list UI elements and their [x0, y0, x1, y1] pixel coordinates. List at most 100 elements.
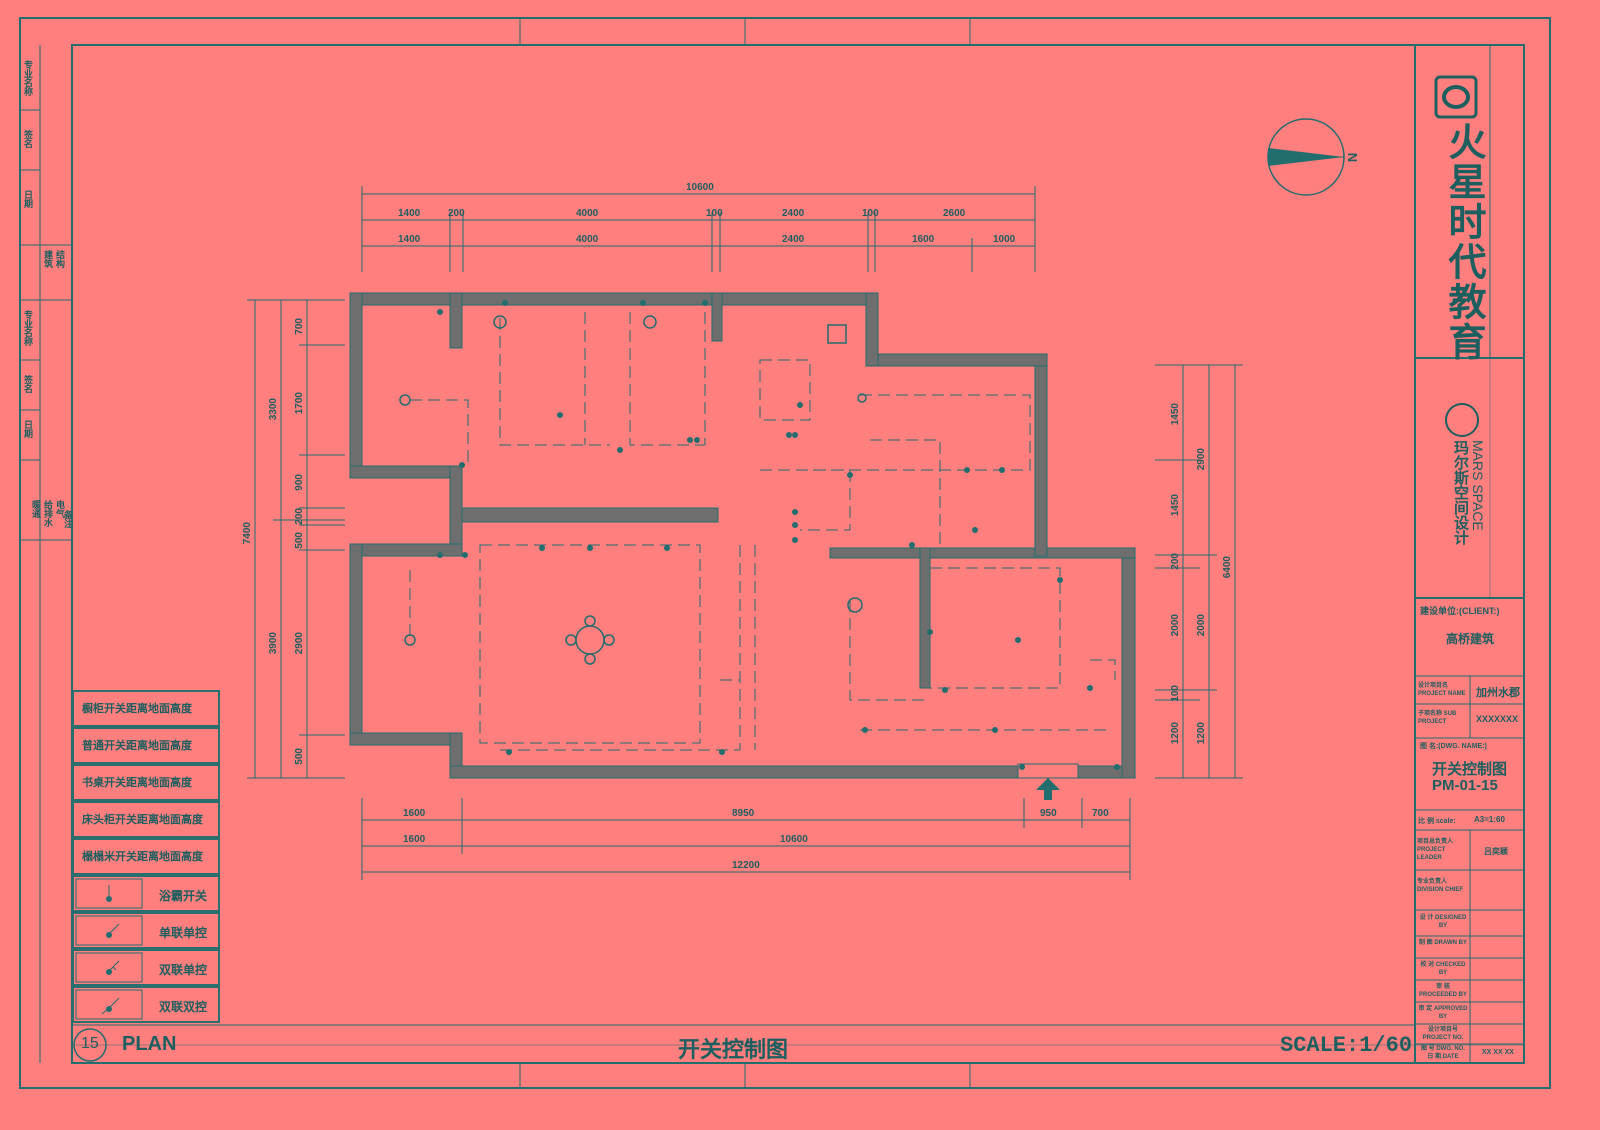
double-gang-double-control-switch-icon: [75, 989, 143, 1020]
drawing-title: 开关控制图: [678, 1037, 789, 1062]
dim-left-inner-7: 500: [294, 748, 305, 765]
dim-top-8: 1400: [398, 234, 421, 245]
row-proceeded: 审 核 PROCEEDED BY: [1418, 984, 1467, 998]
dimension-lines: [247, 186, 1243, 880]
dim-left-outer-3: 3900: [268, 632, 279, 655]
dim-right-mid-1: 2900: [1196, 448, 1207, 471]
drawing-number-circle: [73, 1028, 107, 1062]
legend-bath-heater: 浴霸开关: [72, 875, 220, 912]
strip-text-1: 专业名称: [23, 60, 33, 96]
dim-top-1: 1400: [398, 208, 421, 219]
dim-right-mid-3: 1200: [1196, 722, 1207, 745]
strip-text-2: 签名: [23, 130, 33, 148]
dim-right-5: 100: [1170, 685, 1181, 702]
leader-value: 吕奕颖: [1484, 847, 1508, 856]
legend-label: 双联单控: [158, 963, 207, 977]
dim-bottom-3: 950: [1040, 808, 1057, 819]
note-normal: 普通开关距离地面高度1400mm: [72, 727, 220, 786]
dim-top-3: 4000: [576, 208, 599, 219]
strip-text-11: 暖通: [31, 500, 41, 518]
floor-plan-walls: [349, 292, 1136, 779]
dim-left-outer-2: 7400: [242, 522, 253, 545]
row-checked: 校 对 CHECKED BY: [1420, 962, 1466, 976]
strip-text-3: 日期: [23, 190, 33, 208]
dim-bottom-6: 10600: [780, 834, 808, 845]
row-project-no: 设计项目号 PROJECT NO.: [1422, 1027, 1464, 1041]
dim-top-6: 100: [862, 208, 879, 219]
legend-double-double: 双联双控: [72, 986, 220, 1023]
dim-right-6: 1200: [1170, 722, 1181, 745]
strip-text-4: 专业名称: [23, 310, 33, 346]
row-dwg-no: 图 号 DWG. NO.: [1421, 1046, 1465, 1052]
north-arrow-icon: [1267, 118, 1345, 196]
dim-left-inner-4: 200: [294, 508, 305, 525]
dim-top-total: 10600: [686, 182, 714, 193]
dim-left-inner-2: 1700: [294, 392, 305, 415]
legend-label: 单联单控: [158, 926, 207, 940]
dim-bottom-total: 12200: [732, 860, 760, 871]
note-tatami: 榻榻米开关距离地面高度700mm: [72, 838, 220, 897]
dim-top-5: 2400: [782, 208, 805, 219]
dim-right-4: 2000: [1170, 614, 1181, 637]
dim-right-1: 1450: [1170, 403, 1181, 426]
dim-right-2: 1450: [1170, 494, 1181, 517]
switch-wiring: [409, 312, 1116, 751]
sub-value: XXXXXXX: [1476, 714, 1519, 724]
plan-label: PLAN: [122, 1033, 177, 1055]
dim-bottom-4: 700: [1092, 808, 1109, 819]
dim-top-11: 1600: [912, 234, 935, 245]
studio-logo-icon: [1445, 403, 1479, 437]
drawing-number: 15: [81, 1035, 99, 1052]
row-approved: 审 定 APPROVED BY: [1418, 1006, 1468, 1020]
dim-left-inner-3: 900: [294, 474, 305, 491]
dwg-label: 图 名:(DWG. NAME:): [1420, 743, 1487, 750]
note-desk: 书桌开关距离地面高度1000mm: [72, 764, 220, 823]
row-designed: 设 计 DESIGNED BY: [1419, 915, 1467, 929]
row-drawn: 制 图 DRAWN BY: [1418, 940, 1467, 946]
client-label: 建设单位:(CLIENT:): [1420, 606, 1500, 616]
dim-bottom-2: 8950: [732, 808, 755, 819]
legend-single-single: 单联单控: [72, 912, 220, 949]
switch-symbols: [437, 300, 1120, 770]
dim-top-12: 1000: [993, 234, 1016, 245]
dim-top-10: 2400: [782, 234, 805, 245]
legend-double-single: 双联单控: [72, 949, 220, 986]
client-value: 高桥建筑: [1446, 632, 1495, 646]
project-label: 设计项目名 PROJECT NAME: [1418, 683, 1466, 697]
dim-left-inner-5: 500: [294, 532, 305, 549]
dwg-number: PM-01-15: [1432, 777, 1498, 794]
company-logo-text: 火星时代教育: [1442, 122, 1484, 362]
legend-label: 双联双控: [158, 1000, 207, 1014]
scale-label: SCALE:1/60: [1280, 1033, 1413, 1058]
note-cabinet: 橱柜开关距离地面高度1200mm: [72, 690, 220, 749]
bath-heater-switch-icon: [75, 878, 143, 909]
dim-top-2: 200: [448, 208, 465, 219]
strip-text-6: 日期: [23, 420, 33, 438]
chief-label: 专业负责人 DIVISION CHIEF: [1417, 879, 1464, 893]
dim-left-inner-1: 700: [294, 318, 305, 335]
dim-right-outer: 6400: [1222, 556, 1233, 579]
date-value: XX XX XX: [1482, 1049, 1514, 1056]
strip-text-9: 给排水: [43, 500, 53, 527]
title-block-frame: [1414, 45, 1524, 1063]
row-date: 日 期 DATE: [1427, 1054, 1459, 1060]
logo-icon: [1434, 75, 1478, 119]
sub-label: 子项名称 SUB PROJECT: [1418, 711, 1457, 725]
dim-left-outer-1: 3300: [268, 398, 279, 421]
north-label: N: [1345, 152, 1361, 163]
dim-bottom-1: 1600: [403, 808, 426, 819]
light-fixtures: [399, 315, 867, 665]
studio-en: MARS SPACE: [1470, 440, 1486, 531]
single-gang-single-control-switch-icon: [75, 915, 143, 946]
double-gang-single-control-switch-icon: [75, 952, 143, 983]
scale-field-label: 比 例 scale:: [1418, 818, 1456, 825]
strip-text-7: 建筑: [43, 250, 53, 268]
dwg-name: 开关控制图: [1432, 761, 1508, 778]
sheet-border: [19, 17, 1551, 1089]
studio-cn: 玛尔斯空间设计: [1452, 440, 1469, 545]
dim-top-7: 2600: [943, 208, 966, 219]
scale-field-value: A3=1:60: [1474, 815, 1505, 824]
dim-right-mid-2: 2000: [1196, 614, 1207, 637]
dim-top-9: 4000: [576, 234, 599, 245]
